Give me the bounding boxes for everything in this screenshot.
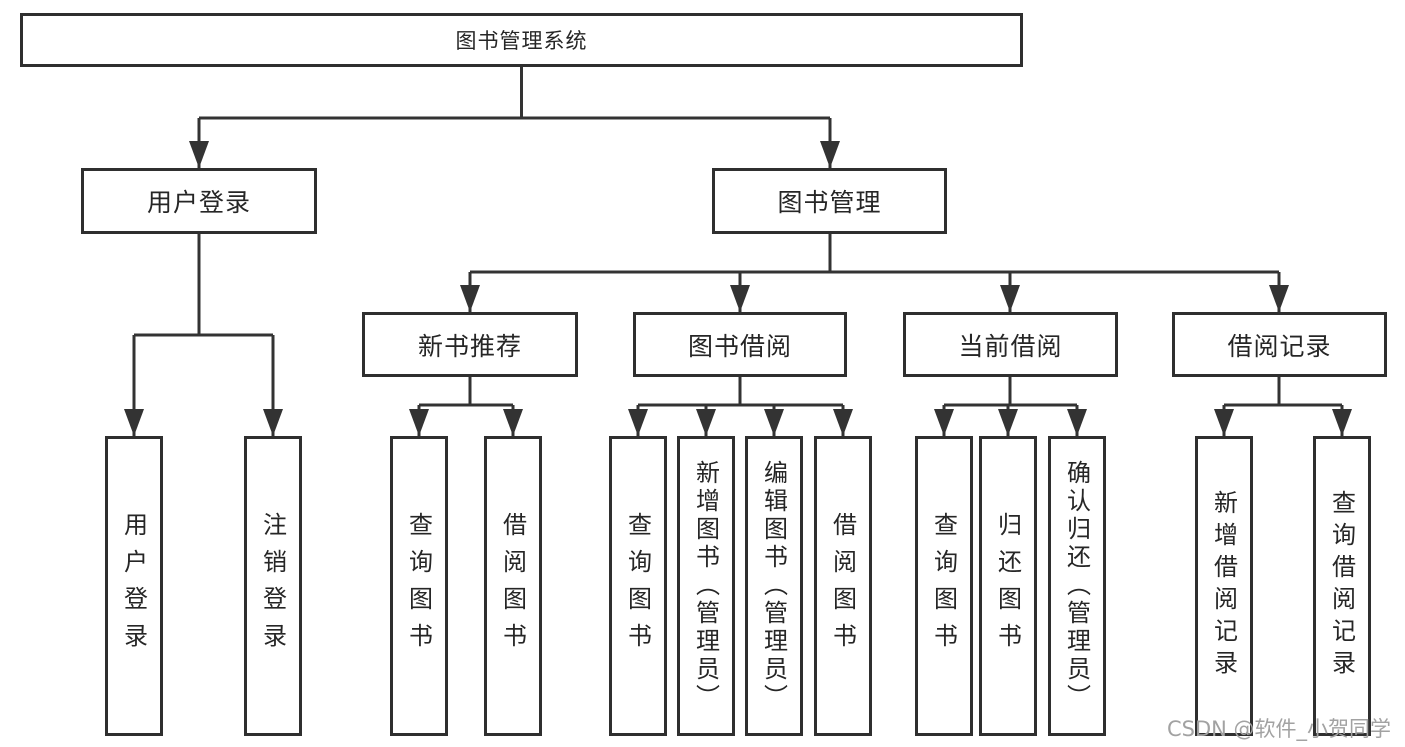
leaf-label: 归还图书 [993, 512, 1022, 660]
arrow-down-icon [1000, 285, 1020, 312]
leaf-label: 新增图书（管理员） [691, 460, 720, 712]
arrow-down-icon [189, 141, 209, 168]
node-label: 图书管理系统 [455, 29, 588, 53]
node-label: 图书管理 [777, 188, 882, 217]
leaf-logout: 注销登录 [244, 436, 302, 736]
leaf-return-books: 归还图书 [979, 436, 1037, 736]
leaf-label: 注销登录 [258, 512, 287, 660]
leaf-query-borrow-record: 查询借阅记录 [1313, 436, 1371, 736]
arrow-down-icon [1332, 409, 1352, 436]
arrow-down-icon [934, 409, 954, 436]
arrow-down-icon [1067, 409, 1087, 436]
leaf-borrow-books-1: 借阅图书 [484, 436, 542, 736]
arrow-down-icon [263, 409, 283, 436]
arrow-down-icon [730, 285, 750, 312]
node-label: 图书借阅 [687, 331, 792, 361]
arrow-down-icon [696, 409, 716, 436]
leaf-user-login: 用户登录 [105, 436, 163, 736]
leaf-add-books-admin: 新增图书（管理员） [677, 436, 735, 736]
leaf-label: 查询借阅记录 [1327, 490, 1356, 682]
arrow-down-icon [124, 409, 144, 436]
node-user-login: 用户登录 [81, 168, 317, 234]
node-new-book-recommend: 新书推荐 [362, 312, 578, 377]
node-book-management: 图书管理 [712, 168, 947, 234]
leaf-query-books-1: 查询图书 [390, 436, 448, 736]
arrow-down-icon [628, 409, 648, 436]
leaf-query-books-3: 查询图书 [915, 436, 973, 736]
leaf-confirm-return-admin: 确认归还（管理员） [1048, 436, 1106, 736]
leaf-borrow-books-2: 借阅图书 [814, 436, 872, 736]
leaf-label: 确认归还（管理员） [1062, 460, 1091, 712]
node-label: 新书推荐 [417, 331, 522, 361]
csdn-watermark: CSDN @软件_小贺同学 [1167, 717, 1392, 741]
connector-segments [132, 67, 1344, 436]
leaf-add-borrow-record: 新增借阅记录 [1195, 436, 1253, 736]
arrow-down-icon [1269, 285, 1289, 312]
node-borrow-records: 借阅记录 [1172, 312, 1387, 377]
leaf-label: 借阅图书 [498, 512, 527, 660]
arrow-down-icon [503, 409, 523, 436]
node-label: 用户登录 [146, 188, 251, 217]
leaf-label: 编辑图书（管理员） [759, 460, 788, 712]
leaf-label: 查询图书 [623, 512, 652, 660]
leaf-label: 新增借阅记录 [1209, 490, 1238, 682]
arrow-down-icon [764, 409, 784, 436]
arrow-down-icon [833, 409, 853, 436]
arrowhead-icons [124, 141, 1352, 436]
leaf-label: 查询图书 [404, 512, 433, 660]
node-system-root: 图书管理系统 [20, 13, 1023, 67]
leaf-query-books-2: 查询图书 [609, 436, 667, 736]
leaf-edit-books-admin: 编辑图书（管理员） [745, 436, 803, 736]
node-label: 借阅记录 [1227, 331, 1332, 361]
arrow-down-icon [998, 409, 1018, 436]
leaf-label: 用户登录 [119, 512, 148, 660]
arrow-down-icon [820, 141, 840, 168]
arrow-down-icon [409, 409, 429, 436]
leaf-label: 借阅图书 [828, 512, 857, 660]
node-book-borrow: 图书借阅 [633, 312, 847, 377]
node-current-borrow: 当前借阅 [903, 312, 1118, 377]
node-label: 当前借阅 [958, 331, 1063, 361]
arrow-down-icon [460, 285, 480, 312]
arrow-down-icon [1214, 409, 1234, 436]
leaf-label: 查询图书 [929, 512, 958, 660]
